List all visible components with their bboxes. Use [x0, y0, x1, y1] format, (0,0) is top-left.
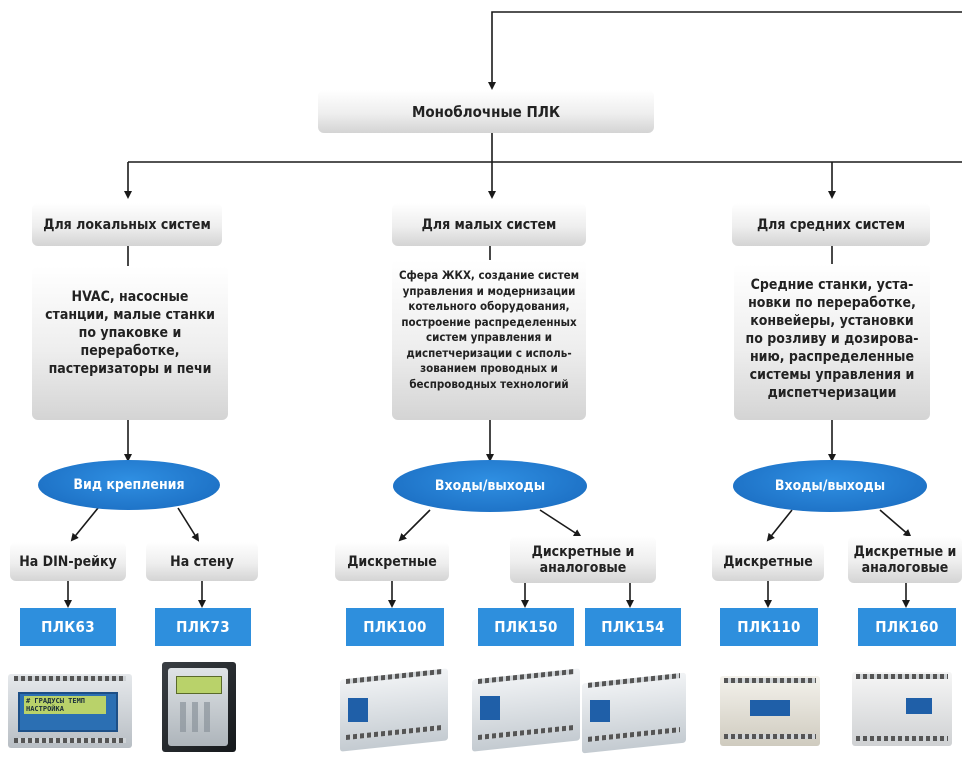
root-incoming-arrow	[488, 11, 962, 90]
description-local: HVAC, насосные станции, малые станки по …	[32, 266, 228, 420]
branch-label: Дискретные и аналоговые	[531, 543, 635, 576]
model-tag-plk150: ПЛК150	[478, 608, 574, 646]
description-text: Средние станки, уста­новки по переработк…	[745, 277, 919, 401]
category-header-local: Для локальных систем	[32, 203, 222, 246]
small-right-branch	[539, 509, 582, 538]
description-text: HVAC, насосные станции, малые станки по …	[45, 289, 215, 377]
branch-label: Дискретные	[347, 553, 437, 570]
branch-discrete-medium: Дискретные	[712, 542, 824, 581]
branch-label: На DIN-рейку	[19, 553, 117, 570]
device-image-plk73	[162, 662, 236, 754]
category-header-label: Для малых систем	[421, 216, 557, 233]
criterion-ellipse-io-medium: Входы/выходы	[733, 460, 927, 512]
root-label: Моноблочные ПЛК	[411, 102, 561, 121]
device-image-plk154	[582, 672, 690, 754]
branch-label: Дискретные и аналоговые	[853, 543, 957, 576]
model-tag-plk110: ПЛК110	[720, 608, 818, 646]
branch-din-rail: На DIN-рейку	[10, 542, 126, 581]
model-tag-plk63: ПЛК63	[20, 608, 116, 646]
device-image-plk150	[472, 668, 582, 752]
local-right-branch	[177, 507, 200, 542]
branch-discrete-analog-medium: Дискретные и аналоговые	[848, 536, 962, 583]
device-image-plk100	[340, 668, 450, 752]
model-label: ПЛК160	[875, 618, 939, 636]
description-medium: Средние станки, уста­новки по переработк…	[734, 264, 930, 420]
model-tag-plk73: ПЛК73	[155, 608, 251, 646]
medium-right-branch	[879, 509, 912, 538]
description-small: Сфера ЖКХ, создание систем управления и …	[392, 260, 586, 420]
description-text: Сфера ЖКХ, создание систем управления и …	[398, 268, 580, 391]
branch-discrete-analog-small: Дискретные и аналоговые	[510, 536, 656, 583]
local-left-branch	[70, 507, 99, 542]
criterion-label: Вид крепления	[73, 477, 185, 493]
model-label: ПЛК100	[363, 618, 427, 636]
model-label: ПЛК154	[601, 618, 665, 636]
device-image-plk63: # ГРАДУСЫ ТЕМП НАСТРОЙКА	[8, 668, 132, 750]
category-header-medium: Для средних систем	[732, 203, 930, 246]
criterion-ellipse-io-small: Входы/выходы	[393, 460, 587, 512]
model-tag-plk100: ПЛК100	[346, 608, 444, 646]
branch-label: Дискретные	[723, 553, 813, 570]
category-header-label: Для локальных систем	[43, 216, 211, 233]
root-node: Моноблочные ПЛК	[318, 90, 654, 133]
branch-wall: На стену	[146, 542, 258, 581]
branch-discrete-small: Дискретные	[335, 542, 449, 581]
device-screen-line2: НАСТРОЙКА	[26, 705, 64, 713]
model-label: ПЛК110	[737, 618, 801, 636]
model-label: ПЛК150	[494, 618, 558, 636]
device-screen-line1: # ГРАДУСЫ ТЕМП	[26, 697, 86, 705]
model-tag-plk160: ПЛК160	[858, 608, 956, 646]
criterion-label: Входы/выходы	[434, 478, 546, 494]
category-header-small: Для малых систем	[392, 203, 586, 246]
category-header-label: Для средних систем	[756, 216, 906, 233]
medium-left-branch	[766, 509, 793, 542]
device-image-plk160	[852, 664, 956, 750]
model-label: ПЛК73	[176, 618, 230, 636]
criterion-label: Входы/выходы	[774, 478, 886, 494]
device-image-plk110	[720, 668, 824, 750]
model-label: ПЛК63	[41, 618, 95, 636]
branch-label: На стену	[170, 553, 234, 570]
small-left-branch	[398, 509, 431, 542]
model-tag-plk154: ПЛК154	[585, 608, 681, 646]
criterion-ellipse-mounting: Вид крепления	[38, 460, 220, 510]
